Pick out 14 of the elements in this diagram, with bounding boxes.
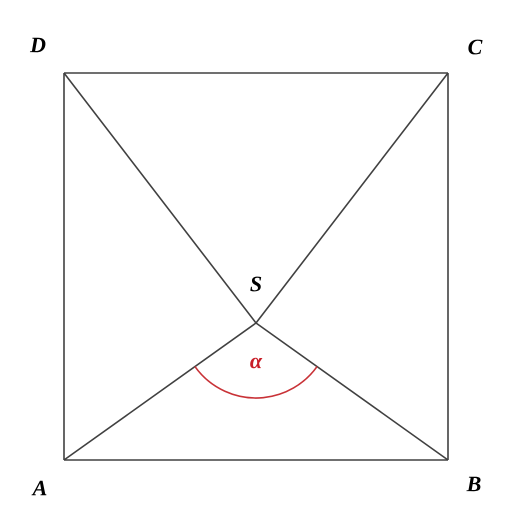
line-segment bbox=[64, 459, 448, 461]
point-label: A bbox=[32, 480, 46, 496]
line-segment bbox=[64, 72, 448, 74]
line-segment bbox=[255, 72, 449, 324]
line-segment bbox=[447, 73, 449, 460]
line-segment bbox=[63, 72, 257, 324]
point-label: D bbox=[30, 38, 46, 52]
point-label: C bbox=[468, 40, 483, 54]
line-segment bbox=[63, 73, 65, 460]
angle-label: α bbox=[250, 358, 262, 368]
line-segment bbox=[64, 322, 256, 461]
point-label: B bbox=[466, 476, 481, 492]
line-segment bbox=[256, 322, 448, 461]
point-label: S bbox=[250, 276, 262, 292]
